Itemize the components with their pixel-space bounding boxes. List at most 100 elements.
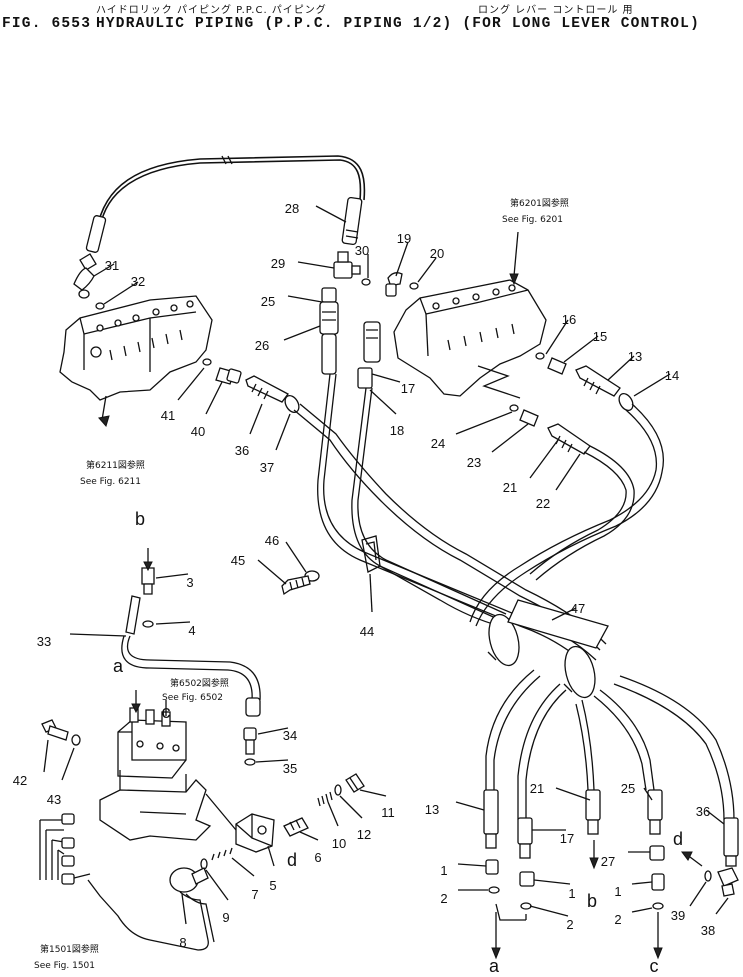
part-number-26: 26 bbox=[255, 338, 269, 353]
o-ring-4 bbox=[142, 620, 154, 628]
part-number-44: 44 bbox=[360, 624, 374, 639]
part-number-35: 35 bbox=[283, 761, 297, 776]
svg-text:第6211図参照: 第6211図参照 bbox=[86, 459, 145, 471]
part-number-29: 29 bbox=[271, 256, 285, 271]
hose-fitting-21-22 bbox=[547, 423, 591, 455]
connection-letter-a: a bbox=[113, 656, 124, 676]
part-number-1: 1 bbox=[440, 863, 447, 878]
hose-fitting-28 bbox=[341, 196, 363, 246]
part-number-18: 18 bbox=[390, 423, 404, 438]
part-number-13: 13 bbox=[425, 802, 439, 817]
part-number-47: 47 bbox=[571, 601, 585, 616]
sensor-8 bbox=[87, 867, 215, 951]
part-number-27: 27 bbox=[601, 854, 615, 869]
svg-text:第1501図参照: 第1501図参照 bbox=[40, 943, 99, 955]
hose-25-26 bbox=[319, 287, 339, 375]
o-ring-16 bbox=[535, 352, 545, 360]
part-number-41: 41 bbox=[161, 408, 175, 423]
o-ring-2-mid bbox=[520, 902, 532, 910]
connection-letter-b: b bbox=[587, 891, 597, 911]
part-number-21: 21 bbox=[530, 781, 544, 796]
left-control-valve bbox=[59, 295, 213, 428]
o-ring-12 bbox=[334, 784, 342, 796]
washer-43 bbox=[71, 734, 81, 746]
adapter-40 bbox=[215, 367, 242, 385]
part-number-3: 3 bbox=[186, 575, 193, 590]
check-valve-6 bbox=[283, 817, 309, 837]
part-number-2: 2 bbox=[614, 912, 621, 927]
connection-letter-d: d bbox=[287, 850, 297, 870]
bolt-45 bbox=[281, 575, 311, 596]
part-number-16: 16 bbox=[562, 312, 576, 327]
o-ring-39 bbox=[704, 870, 712, 882]
nipple-34 bbox=[243, 727, 257, 755]
part-number-5: 5 bbox=[269, 878, 276, 893]
figure-title: HYDRAULIC PIPING (P.P.C. PIPING 1/2) (FO… bbox=[96, 16, 700, 32]
adapter-15 bbox=[547, 357, 567, 375]
o-ring-41 bbox=[202, 358, 212, 366]
hose-17-18 bbox=[357, 321, 381, 389]
tee-29 bbox=[333, 251, 361, 279]
part-number-10: 10 bbox=[332, 836, 346, 851]
part-number-34: 34 bbox=[283, 728, 297, 743]
part-number-24: 24 bbox=[431, 436, 445, 451]
hose-fitting-13-14 bbox=[575, 365, 634, 412]
part-number-42: 42 bbox=[13, 773, 27, 788]
part-number-32: 32 bbox=[131, 274, 145, 289]
plug-11 bbox=[345, 773, 365, 793]
hose-end-36 bbox=[723, 817, 739, 867]
o-ring-30 bbox=[361, 278, 371, 286]
part-number-36: 36 bbox=[235, 443, 249, 458]
bracket-line-2 bbox=[495, 903, 527, 921]
part-number-37: 37 bbox=[260, 460, 274, 475]
part-number-22: 22 bbox=[536, 496, 550, 511]
upper-hose-loop bbox=[96, 155, 366, 231]
connection-letter-a: a bbox=[489, 956, 500, 976]
part-number-20: 20 bbox=[430, 246, 444, 261]
flow-arrows bbox=[491, 840, 703, 960]
ref-fig-6201: 第6201図参照 See Fig. 6201 bbox=[502, 197, 569, 225]
pressure-switch-3 bbox=[141, 548, 155, 595]
bolt-42 bbox=[41, 719, 69, 741]
part-number-39: 39 bbox=[671, 908, 685, 923]
svg-text:第6502図参照: 第6502図参照 bbox=[170, 677, 229, 689]
nipple-1-left bbox=[485, 859, 499, 875]
connection-letter-d: d bbox=[673, 829, 683, 849]
part-number-23: 23 bbox=[467, 455, 481, 470]
svg-text:第6201図参照: 第6201図参照 bbox=[510, 197, 569, 209]
part-number-13: 13 bbox=[628, 349, 642, 364]
hose-end-13 bbox=[483, 789, 499, 849]
part-number-15: 15 bbox=[593, 329, 607, 344]
part-number-14: 14 bbox=[665, 368, 679, 383]
part-number-25: 25 bbox=[621, 781, 635, 796]
hose-33 bbox=[121, 595, 261, 717]
connection-letter-c: c bbox=[650, 956, 659, 976]
svg-text:See Fig. 6502: See Fig. 6502 bbox=[162, 693, 223, 703]
part-number-6: 6 bbox=[314, 850, 321, 865]
o-ring-35 bbox=[244, 758, 256, 766]
title-japanese-left: ハイドロリック パイピング P.P.C. パイピング bbox=[96, 5, 327, 16]
svg-text:See Fig. 6201: See Fig. 6201 bbox=[502, 215, 563, 225]
part-number-4: 4 bbox=[188, 623, 195, 638]
right-control-valve bbox=[393, 231, 547, 399]
fitting-31-elbow bbox=[73, 215, 107, 299]
hose-end-21 bbox=[585, 789, 601, 835]
part-number-30: 30 bbox=[355, 243, 369, 258]
part-number-36: 36 bbox=[696, 804, 710, 819]
part-number-11: 11 bbox=[381, 805, 395, 820]
part-number-1: 1 bbox=[614, 884, 621, 899]
svg-text:See Fig. 1501: See Fig. 1501 bbox=[34, 961, 95, 971]
part-number-31: 31 bbox=[105, 258, 119, 273]
nipple-1-mid bbox=[519, 871, 535, 887]
part-number-43: 43 bbox=[47, 792, 61, 807]
part-number-25: 25 bbox=[261, 294, 275, 309]
o-ring-20 bbox=[409, 282, 419, 290]
block-5 bbox=[205, 793, 275, 853]
ref-fig-1501: 第1501図参照 See Fig. 1501 bbox=[34, 943, 99, 971]
elbow-19 bbox=[385, 272, 403, 297]
hose-end-17 bbox=[517, 817, 533, 859]
connection-letter-c: c bbox=[162, 702, 171, 722]
part-number-9: 9 bbox=[222, 910, 229, 925]
